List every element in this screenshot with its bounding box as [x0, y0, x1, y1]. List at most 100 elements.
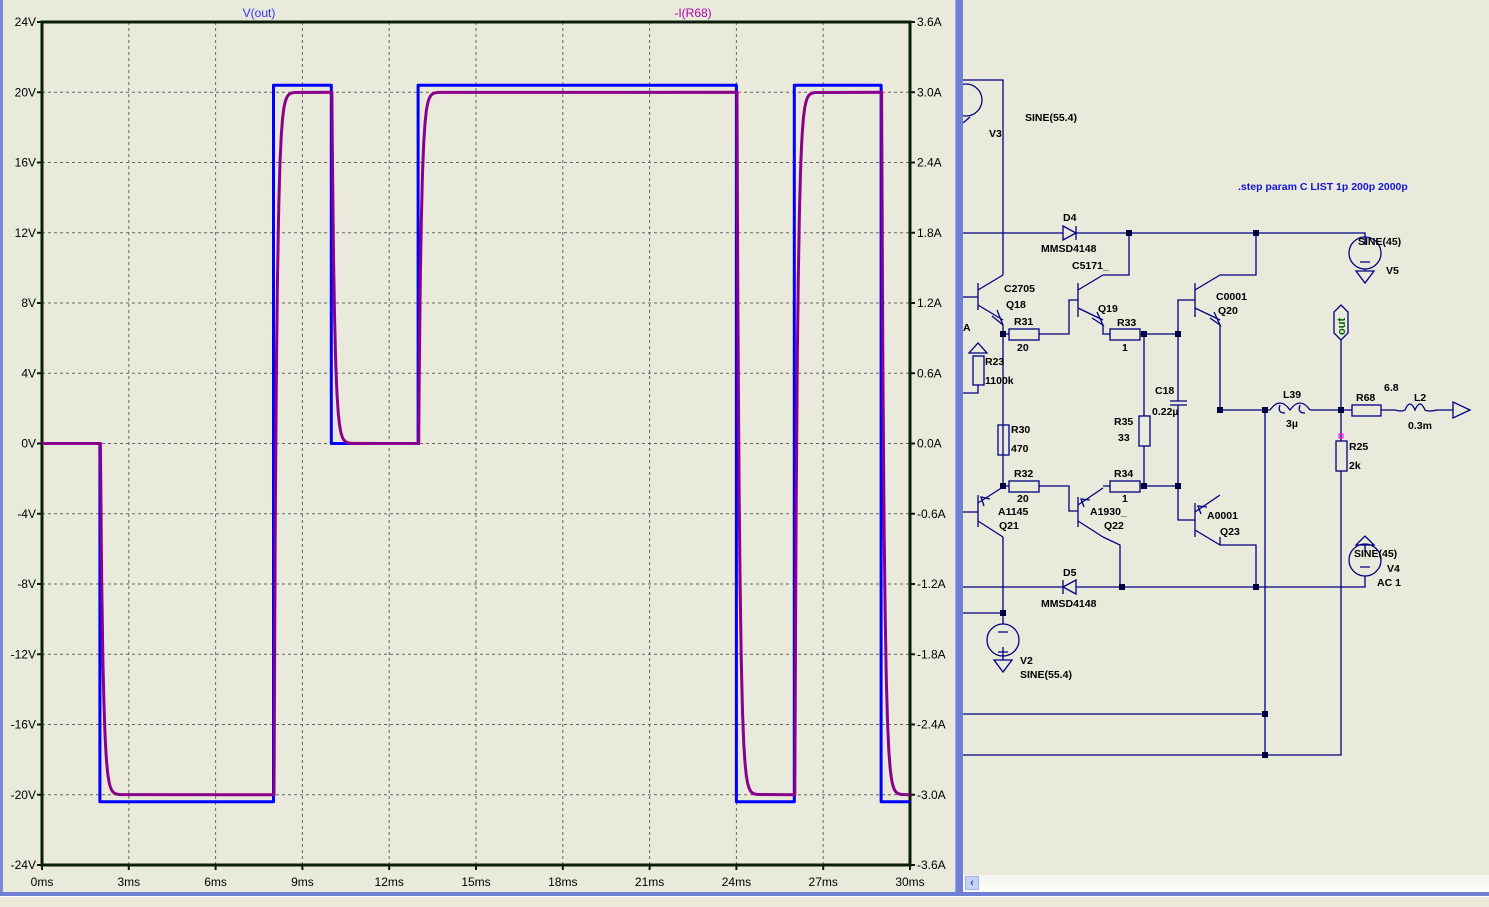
label: V3: [989, 128, 1002, 140]
transistor-q22[interactable]: [1077, 487, 1104, 538]
diode-d4[interactable]: [1062, 224, 1078, 242]
label: R25: [1349, 441, 1368, 453]
pane-splitter[interactable]: [955, 0, 963, 897]
y-right-tick-label: 0.6A: [917, 366, 942, 380]
ground-icon: [992, 631, 1014, 674]
resistor-r35[interactable]: [1138, 415, 1151, 447]
y-right-tick-label: 3.6A: [917, 15, 942, 29]
label: 0.3m: [1408, 420, 1432, 432]
y-right-tick-label: -1.2A: [917, 577, 946, 591]
label: 6.8: [1384, 382, 1399, 394]
resistor-r34[interactable]: [1109, 480, 1141, 493]
label: SINE(55.4): [1020, 669, 1072, 681]
probe-marker: [1338, 433, 1344, 439]
label: Q23: [1220, 526, 1240, 538]
transistor-q18[interactable]: [977, 274, 1004, 326]
label: 0.22µ: [1152, 406, 1179, 418]
y-left-tick-label: 8V: [21, 296, 36, 310]
label: SINE(45): [1354, 548, 1397, 560]
label: 1: [1122, 493, 1128, 505]
x-tick-label: 12ms: [375, 875, 404, 889]
label: 1100k: [985, 375, 1014, 387]
x-tick-label: 21ms: [635, 875, 664, 889]
label: C18: [1155, 385, 1174, 397]
y-right-tick-label: 3.0A: [917, 85, 942, 99]
label: 33: [1118, 432, 1130, 444]
label: R33: [1117, 317, 1136, 329]
y-left-tick-label: 4V: [21, 366, 36, 380]
status-bar: [0, 896, 1489, 907]
trace-label-ir68: -I(R68): [674, 6, 711, 20]
inductor-l39[interactable]: [1269, 402, 1311, 414]
schematic-pane[interactable]: out .step param C LIST 1p 200p 2000p SIN…: [963, 0, 1489, 875]
label: R31: [1014, 316, 1033, 328]
y-left-tick-label: 24V: [15, 15, 36, 29]
ground-icon: [963, 116, 971, 124]
x-tick-label: 3ms: [117, 875, 140, 889]
label: A1145: [998, 506, 1029, 518]
y-right-tick-label: 2.4A: [917, 156, 942, 170]
y-right-tick-label: 1.8A: [917, 226, 942, 240]
schematic-canvas[interactable]: out .step param C LIST 1p 200p 2000p SIN…: [963, 0, 1489, 875]
component-labels: SINE(55.4) V3 D4 MMSD4148 C5171_ C2705 Q…: [963, 112, 1432, 681]
horizontal-scrollbar[interactable]: ‹: [963, 875, 1489, 892]
diode-d5[interactable]: [1061, 578, 1077, 596]
label: C2705: [1004, 283, 1035, 295]
voltage-source-v4[interactable]: [1348, 543, 1382, 577]
label: L2: [1414, 392, 1426, 404]
resistor-r30[interactable]: [997, 424, 1010, 456]
x-tick-label: 15ms: [461, 875, 490, 889]
resistor-r32[interactable]: [1008, 480, 1040, 493]
label: D4: [1063, 212, 1077, 224]
net-label-out[interactable]: [1333, 304, 1349, 341]
net-label-text: out: [1336, 318, 1348, 335]
y-right-tick-label: 0.0A: [917, 437, 942, 451]
label: 20: [1017, 342, 1029, 354]
resistor-r31[interactable]: [1008, 328, 1040, 341]
spice-directive[interactable]: .step param C LIST 1p 200p 2000p: [1238, 181, 1408, 193]
label: AC 1: [1377, 577, 1401, 589]
trace-label-vout: V(out): [243, 6, 276, 20]
resistor-r68[interactable]: [1351, 404, 1382, 417]
transistor-q19[interactable]: [1077, 274, 1105, 327]
trace-vout: [42, 83, 910, 804]
label: V2: [1020, 655, 1033, 667]
x-tick-label: 30ms: [895, 875, 924, 889]
capacitor-c18[interactable]: [1170, 400, 1187, 406]
label: SINE(55.4): [1025, 112, 1077, 124]
resistor-r23[interactable]: [972, 355, 985, 386]
resistor-r33[interactable]: [1109, 328, 1141, 341]
transistor-q23[interactable]: [1194, 494, 1221, 546]
label: Q19: [1098, 303, 1118, 315]
label: R68: [1356, 392, 1375, 404]
transistor-q20[interactable]: [1194, 274, 1222, 327]
x-tick-label: 9ms: [291, 875, 314, 889]
transistor-q21[interactable]: [977, 486, 1004, 538]
voltage-source-v5[interactable]: [1348, 236, 1382, 270]
x-tick-label: 6ms: [204, 875, 227, 889]
label: MMSD4148: [1041, 243, 1097, 255]
label: R23: [985, 356, 1004, 368]
label: Q20: [1218, 305, 1238, 317]
y-left-tick-label: 12V: [15, 226, 36, 240]
label: 2k: [1349, 460, 1361, 472]
x-tick-label: 18ms: [548, 875, 577, 889]
scroll-left-button[interactable]: ‹: [965, 876, 979, 890]
y-right-tick-label: -3.6A: [917, 858, 946, 872]
y-left-tick-label: -4V: [17, 507, 36, 521]
label: MMSD4148: [1041, 598, 1097, 610]
y-right-tick-label: -2.4A: [917, 718, 946, 732]
y-left-tick-label: 16V: [15, 156, 36, 170]
label: 470: [1011, 443, 1029, 455]
label: C0001: [1216, 291, 1247, 303]
resistor-r25[interactable]: [1335, 440, 1348, 472]
voltage-source-v3[interactable]: [963, 83, 983, 117]
label: A0001: [1207, 510, 1238, 522]
y-right-tick-label: -1.8A: [917, 647, 946, 661]
label: R34: [1114, 468, 1133, 480]
label: SINE(45): [1358, 236, 1401, 248]
label: R35: [1114, 416, 1133, 428]
inductor-l2[interactable]: [1394, 403, 1438, 412]
